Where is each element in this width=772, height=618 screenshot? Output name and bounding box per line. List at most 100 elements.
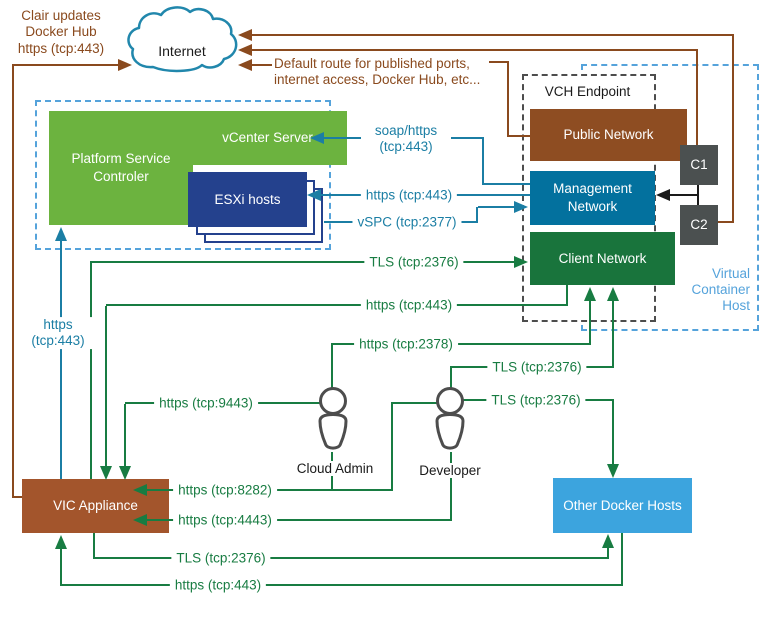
clair-note-line3: https (tcp:443) xyxy=(17,40,105,56)
soap-https-arrow xyxy=(310,132,324,144)
admin-9443-label: https (tcp:9443) xyxy=(154,395,258,411)
client-https-vic-v2 xyxy=(105,306,107,466)
https-4443-label: https (tcp:4443) xyxy=(173,512,277,528)
docker-https-arrow xyxy=(55,535,67,549)
docker-https-label: https (tcp:443) xyxy=(169,577,267,593)
cloud-admin-icon xyxy=(318,387,348,450)
default-route-to-public-h2 xyxy=(509,135,530,137)
vic-appliance-label: VIC Appliance xyxy=(53,498,138,514)
https-8282-dev-h xyxy=(393,402,438,404)
esxi-https-label: https (tcp:443) xyxy=(360,187,458,203)
docker-https-h xyxy=(61,584,623,586)
vspc-v xyxy=(476,207,478,223)
esxi-hosts-box: ESXi hosts xyxy=(188,172,307,227)
vch-endpoint-title: VCH Endpoint xyxy=(544,84,631,99)
c1c2-to-vch-arrow xyxy=(656,189,670,201)
dev-tls-client-v1 xyxy=(450,368,452,388)
default-route-note: Default route for published ports, inter… xyxy=(274,56,506,89)
vic-tls-docker-v1 xyxy=(93,533,95,559)
client-https-vic-v1 xyxy=(566,285,568,306)
client-network-label: Client Network xyxy=(558,250,647,266)
platform-service-controller-label: Platform Service Controler xyxy=(71,151,171,184)
platform-service-controller-box: Platform Service Controler xyxy=(49,111,193,225)
admin-2378-label: https (tcp:2378) xyxy=(354,336,458,352)
psc-https-v xyxy=(60,241,62,479)
client-https-vic-h xyxy=(106,304,568,306)
vspc-arrow xyxy=(514,201,528,213)
clair-line-v xyxy=(12,64,14,498)
psc-https-label: https (tcp:443) xyxy=(23,317,93,349)
psc-https-arrow xyxy=(55,227,67,241)
developer-label: Developer xyxy=(412,463,488,478)
clair-arrow xyxy=(118,59,132,71)
c1-internet-h xyxy=(252,49,698,51)
container-c1-label: C1 xyxy=(690,157,708,173)
public-network-box: Public Network xyxy=(530,109,687,161)
vspc-label: vSPC (tcp:2377) xyxy=(352,214,462,230)
admin-9443-arrow xyxy=(119,466,131,480)
dev-tls-client-label: TLS (tcp:2376) xyxy=(487,359,587,375)
default-route-arrow xyxy=(238,59,252,71)
clair-note-line1: Clair updates xyxy=(21,8,101,23)
client-network-box: Client Network xyxy=(530,232,675,285)
client-https-vic-arrow xyxy=(100,466,112,480)
default-route-to-public-h1 xyxy=(489,61,509,63)
c1c2-to-vch-line xyxy=(670,194,699,196)
vic-tls-docker-arrow xyxy=(602,534,614,548)
other-docker-hosts-label: Other Docker Hosts xyxy=(563,497,682,513)
vspc-h2 xyxy=(478,206,514,208)
esxi-hosts-label: ESXi hosts xyxy=(214,191,281,207)
clair-line-to-vic xyxy=(12,496,22,498)
vic-tls-client-h xyxy=(90,261,514,263)
docker-https-v2 xyxy=(60,549,62,586)
dev-tls-client-v2 xyxy=(612,300,614,368)
management-network-box: Management Network xyxy=(530,171,655,225)
other-docker-hosts-box: Other Docker Hosts xyxy=(553,478,692,533)
c2-internet-arrow xyxy=(238,29,252,41)
docker-https-v1 xyxy=(621,533,623,586)
c2-internet-v xyxy=(732,34,734,223)
https-8282-label: https (tcp:8282) xyxy=(173,482,277,498)
dev-tls-client-arrow xyxy=(607,287,619,301)
c1-internet-arrow xyxy=(238,44,252,56)
internet-cloud-icon xyxy=(127,6,238,73)
admin-2378-v2 xyxy=(589,300,591,345)
client-https-vic-label: https (tcp:443) xyxy=(360,297,458,313)
admin-2378-arrow xyxy=(584,287,596,301)
vic-tls-docker-v2 xyxy=(607,548,609,559)
vcenter-server-label: vCenter Server xyxy=(222,130,313,146)
container-c2-box: C2 xyxy=(680,205,718,245)
c2-internet-h xyxy=(252,34,734,36)
vic-tls-client-label: TLS (tcp:2376) xyxy=(364,254,464,270)
clair-note-line2: Docker Hub xyxy=(25,24,97,40)
esxi-https-arrow xyxy=(307,189,321,201)
clair-note: Clair updates Docker Hub https (tcp:443) xyxy=(2,8,120,57)
https-4443-arrow xyxy=(133,514,147,526)
default-route-to-public-v xyxy=(507,61,509,137)
container-c2-label: C2 xyxy=(690,217,708,233)
soap-https-h2 xyxy=(484,183,530,185)
virtual-container-host-label: Virtual Container Host xyxy=(691,266,750,313)
vsphere-dashed-box xyxy=(35,100,331,250)
https-4443-h xyxy=(147,519,452,521)
vic-tls-client-v xyxy=(90,262,92,479)
c1-internet-v xyxy=(696,49,698,145)
soap-https-v xyxy=(482,137,484,185)
public-network-label: Public Network xyxy=(563,127,654,143)
cloud-admin-label: Cloud Admin xyxy=(291,461,379,476)
https-4443-dev-v xyxy=(450,452,452,521)
soap-https-label: soap/https (tcp:443) xyxy=(361,123,451,155)
admin-2378-v1 xyxy=(331,344,333,389)
default-route-line1: Default route for published ports, xyxy=(274,56,470,71)
developer-icon xyxy=(435,387,465,450)
https-8282-arrow xyxy=(133,484,147,496)
c2-internet-stub xyxy=(718,221,734,223)
vic-tls-docker-label: TLS (tcp:2376) xyxy=(171,550,271,566)
default-route-line2: internet access, Docker Hub, etc... xyxy=(274,72,481,88)
clair-line-to-cloud xyxy=(12,64,118,66)
container-c1-box: C1 xyxy=(680,145,718,185)
management-network-label: Management Network xyxy=(553,181,632,214)
vic-tls-client-arrow xyxy=(514,256,528,268)
internet-label: Internet xyxy=(158,43,206,59)
